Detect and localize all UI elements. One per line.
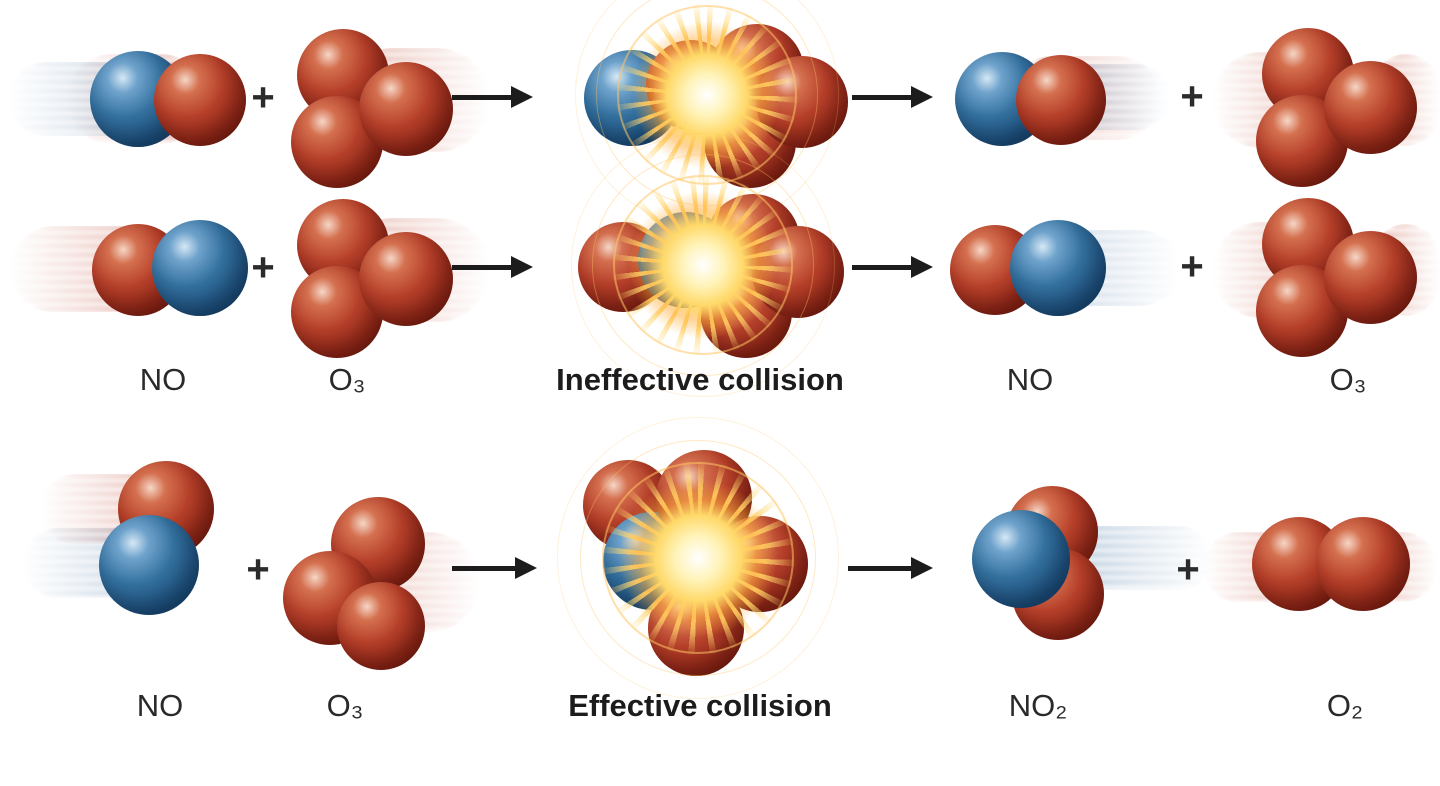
oxygen-atom	[359, 232, 453, 326]
reaction-arrow-icon	[852, 256, 933, 278]
reaction-arrow-icon	[852, 86, 933, 108]
plus-sign: +	[1180, 74, 1204, 119]
reaction-arrow-icon	[848, 557, 933, 579]
oxygen-atom	[1316, 517, 1410, 611]
molecule-label-o3: O₃	[328, 362, 366, 397]
reaction-arrow-icon	[452, 86, 533, 108]
plus-sign: +	[251, 75, 275, 120]
molecule-label-no: NO	[136, 688, 184, 723]
collision-label-ineffective: Ineffective collision	[556, 362, 844, 397]
plus-sign: +	[251, 245, 275, 290]
oxygen-atom	[154, 54, 246, 146]
molecule-label-o3: O₃	[1329, 362, 1367, 397]
reaction-arrow-icon	[452, 557, 537, 579]
nitrogen-atom	[152, 220, 248, 316]
collision-label-effective: Effective collision	[568, 688, 832, 723]
molecule-label-no2: NO₂	[1008, 688, 1068, 723]
oxygen-atom	[1324, 231, 1417, 324]
nitrogen-atom	[1010, 220, 1106, 316]
plus-sign: +	[1180, 244, 1204, 289]
plus-sign: +	[246, 547, 270, 592]
molecule-label-o3: O₃	[326, 688, 364, 723]
nitrogen-atom	[99, 515, 199, 615]
nitrogen-atom	[972, 510, 1070, 608]
oxygen-atom	[359, 62, 453, 156]
oxygen-atom	[752, 226, 844, 318]
molecule-label-no: NO	[139, 362, 187, 397]
oxygen-atom	[756, 56, 848, 148]
reaction-arrow-icon	[452, 256, 533, 278]
oxygen-atom	[648, 580, 744, 676]
molecule-label-no: NO	[1006, 362, 1054, 397]
oxygen-atom	[1324, 61, 1417, 154]
plus-sign: +	[1176, 547, 1200, 592]
oxygen-atom	[337, 582, 425, 670]
oxygen-atom	[1016, 55, 1106, 145]
molecule-label-o2: O₂	[1326, 688, 1364, 723]
